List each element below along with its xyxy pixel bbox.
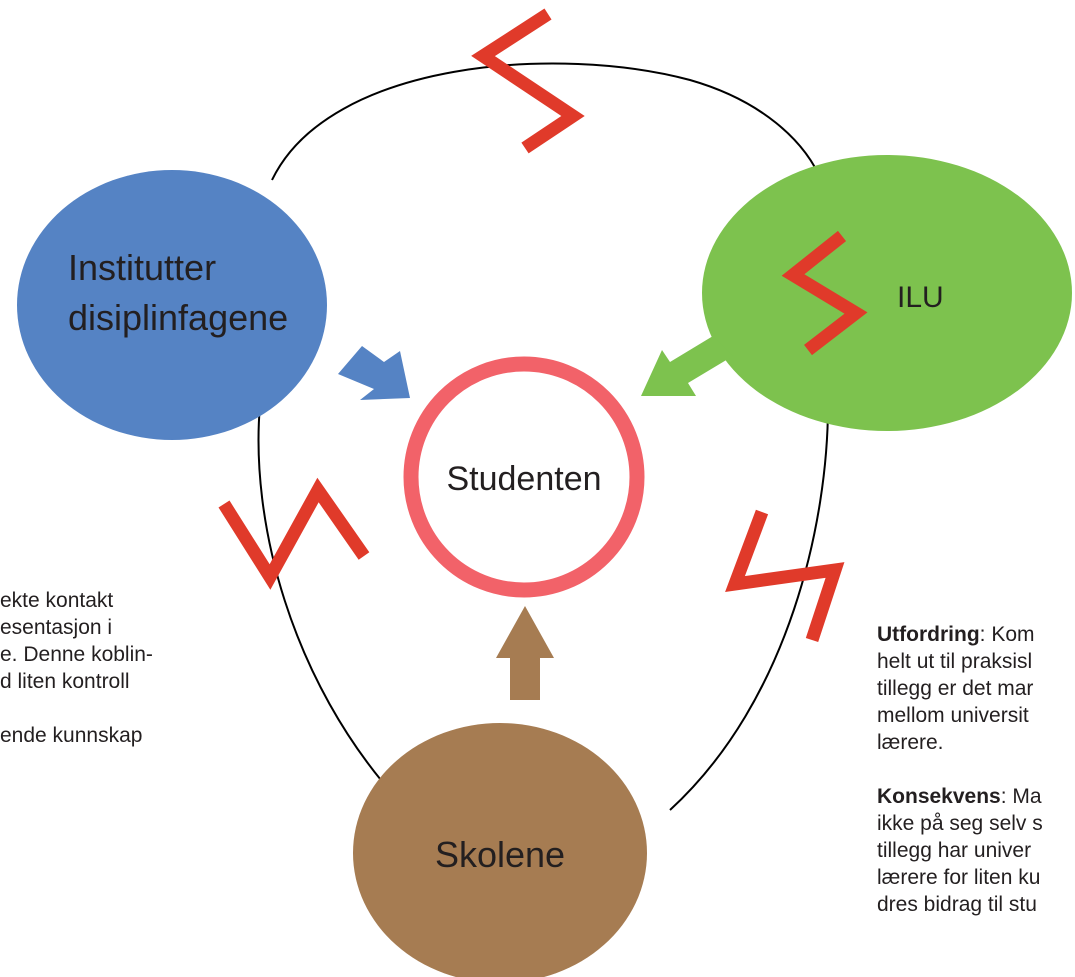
right-p2-line: ikke på seg selv s — [877, 812, 1043, 835]
loop-line — [271, 62, 823, 183]
right-p2-line: tillegg har univer — [877, 839, 1032, 862]
arrow-institutter-to-student — [338, 346, 410, 400]
institutter-label-2: disiplinfagene — [68, 297, 288, 338]
right-p2-first: : Ma — [1000, 785, 1042, 808]
left-p1-line: d liten kontroll — [0, 670, 130, 693]
loop-line-right — [669, 404, 829, 811]
loop-line-left — [257, 404, 399, 801]
left-p2-line: nverandres — [0, 751, 105, 753]
left-p1-line: ekte kontakt — [0, 589, 114, 612]
lightning-right-icon — [725, 509, 845, 643]
left-paragraph-1: ekte kontakt esentasjon i e. Denne kobli… — [0, 587, 210, 695]
institutter-label-1: Institutter — [68, 247, 216, 288]
konsekvens-label: Konsekvens — [877, 785, 1001, 808]
lightning-ilu-icon — [781, 230, 868, 356]
right-p1-first: : Kom — [979, 623, 1035, 646]
studenten-node — [403, 356, 645, 598]
left-p1-line: esentasjon i — [0, 616, 113, 639]
skolene-node — [353, 723, 647, 977]
right-p1-line: mellom universit — [877, 704, 1029, 727]
right-p1-line: helt ut til praksisl — [877, 650, 1033, 673]
right-p2-line: dres bidrag til stu — [877, 893, 1037, 916]
ilu-label: ILU — [897, 281, 944, 314]
skolene-label: Skolene — [435, 834, 565, 875]
ilu-node — [702, 155, 1072, 431]
right-text-block: Utfordring: Kom helt ut til praksisl til… — [877, 567, 1075, 977]
right-p1-line: lærere. — [877, 731, 944, 754]
arrow-skolene-to-student — [496, 606, 554, 700]
left-paragraph-2: ende kunnskap nverandres lanningen — [0, 722, 210, 753]
right-p1-line: tillegg er det mar — [877, 677, 1034, 700]
right-paragraph-2: Konsekvens: Ma ikke på seg selv s tilleg… — [877, 783, 1075, 918]
right-p2-line: lærere for liten ku — [877, 866, 1041, 889]
institutter-node — [17, 170, 327, 440]
right-paragraph-1: Utfordring: Kom helt ut til praksisl til… — [877, 621, 1075, 756]
left-p2-line: ende kunnskap — [0, 724, 143, 747]
studenten-label: Studenten — [446, 460, 601, 498]
lightning-top-icon — [471, 8, 585, 154]
left-text-block: ekte kontakt esentasjon i e. Denne kobli… — [0, 533, 210, 753]
left-p1-line: e. Denne koblin- — [0, 643, 153, 666]
lightning-left-icon — [218, 477, 370, 590]
arrow-ilu-to-student — [641, 336, 733, 396]
utfordring-label: Utfordring — [877, 623, 980, 646]
